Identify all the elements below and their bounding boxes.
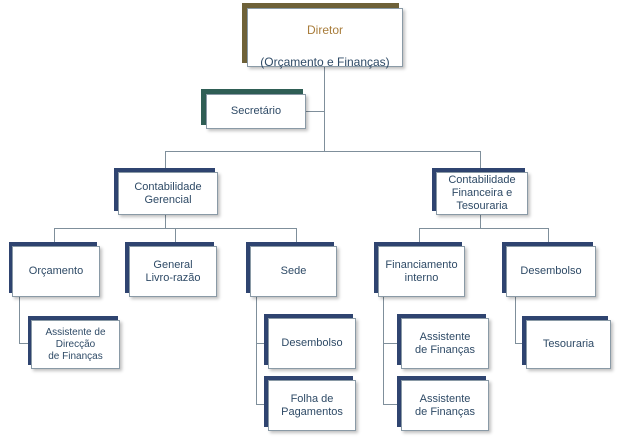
general-ledger-box: General Livro-razão (129, 246, 217, 297)
internal-financing-label: Financiamento interno (385, 258, 458, 284)
finance-assistant-1-box: Assistente de Finanças (401, 318, 489, 369)
disbursement-box: Desembolso (506, 246, 596, 297)
connector-financial-up (480, 151, 481, 172)
director-subtitle: (Orçamento e Finanças) (260, 54, 390, 69)
secretary-label: Secretário (230, 105, 282, 117)
internal-financing-box: Financiamento interno (378, 246, 465, 297)
headquarters-box: Sede (250, 246, 337, 297)
payroll-label: Folha de Pagamentos (281, 392, 343, 418)
connector-hq-sub-h2 (256, 404, 268, 405)
connector-budget-sub (19, 297, 20, 344)
hq-disbursement-label: Desembolso (281, 337, 343, 349)
finance-assistant-2-box: Assistente de Finanças (401, 380, 489, 431)
management-accounting-label: Contabilidade Gerencial (134, 180, 202, 206)
headquarters-label: Sede (280, 265, 307, 277)
connector-director-down (324, 67, 325, 152)
connector-budget-sub-h (19, 343, 31, 344)
connector-disbursement-up (548, 228, 549, 246)
budget-assistant-box: Assistente de Direcção de Finanças (31, 320, 120, 369)
connector-internal-sub-h2 (383, 404, 400, 405)
financial-accounting-label: Contabilidade Financeira e Tesouraria (448, 174, 516, 212)
connector-financial-down (480, 215, 481, 229)
budget-box: Orçamento (12, 246, 100, 297)
budget-label: Orçamento (28, 265, 84, 277)
connector-hq-sub-h1 (256, 343, 268, 344)
management-accounting-box: Contabilidade Gerencial (118, 172, 218, 215)
connector-secretary (306, 111, 324, 112)
connector-disbursement-sub (515, 297, 516, 344)
connector-internal-up (419, 228, 420, 246)
connector-right-horizontal (419, 228, 549, 229)
director-title: Diretor (306, 22, 343, 37)
connector-disbursement-sub-h (515, 343, 526, 344)
payroll-box: Folha de Pagamentos (268, 380, 356, 431)
connector-hq-up (296, 228, 297, 246)
connector-budget-up (54, 228, 55, 246)
treasury-label: Tesouraria (542, 338, 595, 350)
secretary-box: Secretário (206, 94, 306, 129)
financial-accounting-box: Contabilidade Financeira e Tesouraria (436, 172, 528, 215)
treasury-box: Tesouraria (526, 320, 611, 369)
finance-assistant-1-label: Assistente de Finanças (415, 330, 475, 356)
connector-management-up (165, 151, 166, 172)
general-ledger-label: General Livro-razão (145, 258, 201, 284)
connector-internal-sub-h1 (383, 343, 400, 344)
hq-disbursement-box: Desembolso (268, 318, 356, 369)
connector-management-down (165, 215, 166, 229)
director-box: Diretor (Orçamento e Finanças) (247, 8, 403, 69)
connector-ledger-up (175, 228, 176, 246)
finance-assistant-2-label: Assistente de Finanças (415, 392, 475, 418)
connector-hq-sub (256, 297, 257, 405)
connector-internal-sub (383, 297, 384, 405)
disbursement-label: Desembolso (520, 265, 582, 277)
connector-level2-horizontal (165, 151, 481, 152)
budget-assistant-label: Assistente de Direcção de Finanças (45, 326, 106, 362)
